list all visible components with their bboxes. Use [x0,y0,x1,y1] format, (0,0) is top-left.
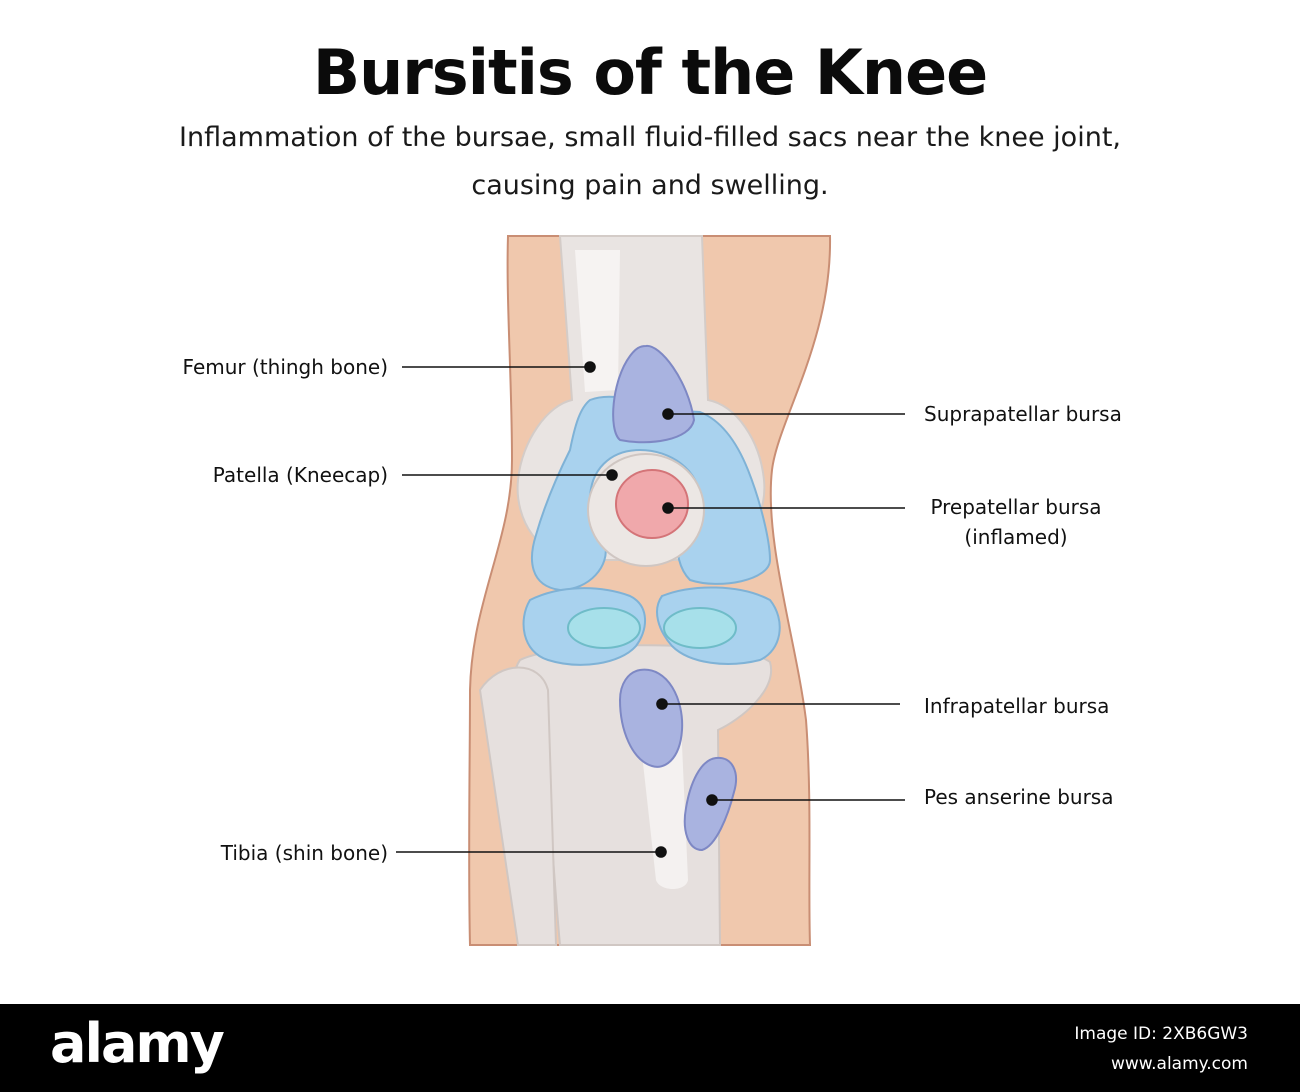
page-title: Bursitis of the Knee [312,36,988,109]
pes-anserine-leader-dot [706,794,718,806]
subtitle-line-2: causing pain and swelling. [471,170,829,201]
prepatellar-bursa [615,469,689,539]
site-url-text: www.alamy.com [1110,1054,1248,1074]
label-prepatellar-line-1: Prepatellar bursa [930,495,1102,519]
watermark-footer: alamy Image ID: 2XB6GW3 www.alamy.com [0,1004,1300,1092]
label-prepatellar-line-2: (inflamed) [964,525,1068,549]
joint-capsule [530,395,772,592]
prepatellar-leader-dot [662,502,674,514]
label-tibia: Tibia (shin bone) [220,841,388,865]
subtitle-line-1: Inflammation of the bursae, small fluid-… [179,122,1121,153]
label-suprapatellar: Suprapatellar bursa [924,402,1122,426]
infrapatellar-leader-dot [656,698,668,710]
knee-diagram [396,235,905,946]
femur-highlight [575,250,620,392]
patella-leader-dot [606,469,618,481]
label-prepatellar: Prepatellar bursa (inflamed) [916,492,1116,552]
fibula-bone [478,666,558,946]
alamy-logo: alamy [50,1012,225,1075]
meniscus-right [663,607,737,649]
suprapatellar-bursa [612,344,696,444]
femur-leader-dot [584,361,596,373]
tibia-leader-dot [655,846,667,858]
label-infrapatellar: Infrapatellar bursa [924,694,1110,718]
label-femur: Femur (thingh bone) [182,355,388,379]
infrapatellar-bursa [618,668,684,768]
image-id-text: Image ID: 2XB6GW3 [1074,1024,1248,1044]
meniscus-left [567,607,641,649]
label-patella: Patella (Kneecap) [212,463,388,487]
page-subtitle: Inflammation of the bursae, small fluid-… [110,114,1190,210]
label-pes-anserine: Pes anserine bursa [924,785,1114,809]
suprapatellar-leader-dot [662,408,674,420]
